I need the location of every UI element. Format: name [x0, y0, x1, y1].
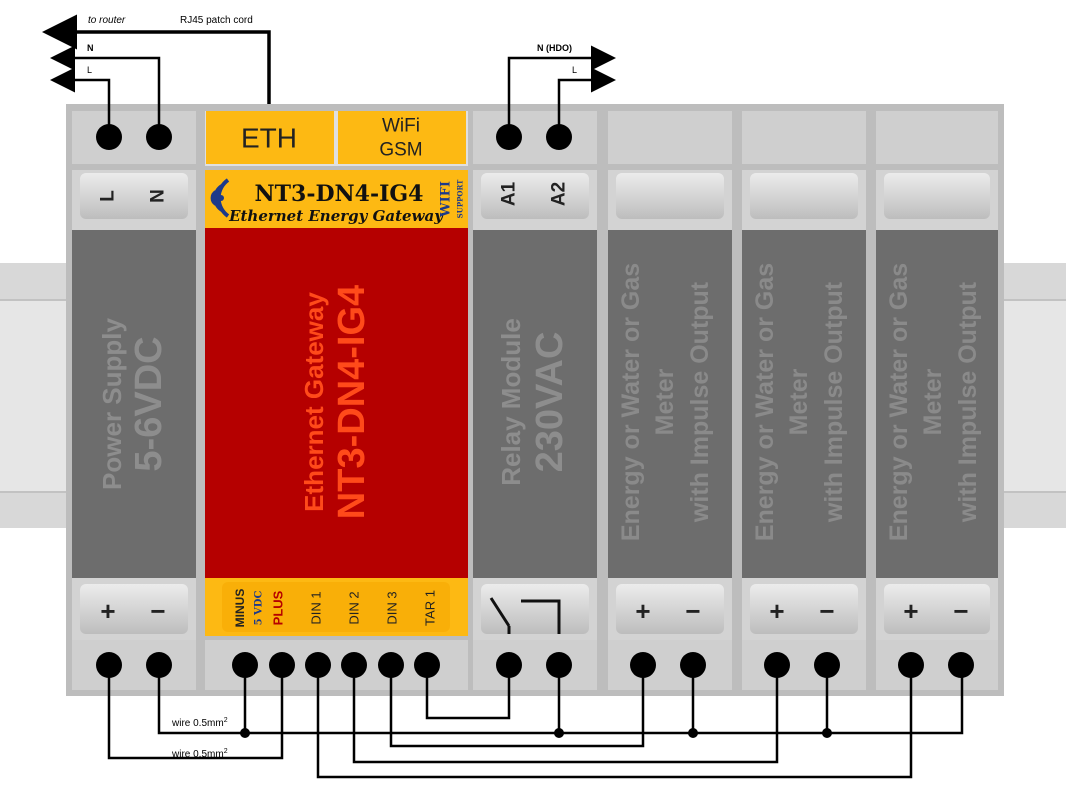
meter2-line3: with Impulse Output [820, 281, 848, 523]
screw-gw-plus [269, 652, 295, 678]
screw-m2-plus [764, 652, 790, 678]
term-minus: MINUS [233, 589, 247, 628]
screw-m1-plus [630, 652, 656, 678]
wifi-badge: WIFI [439, 181, 454, 218]
label-to-router: to router [88, 15, 126, 26]
wire-din3 [389, 665, 645, 748]
meter1-line2: Meter [651, 368, 679, 435]
screw-m3-plus [898, 652, 924, 678]
meter-module-1: Energy or Water or Gas Meter with Impuls… [608, 170, 732, 640]
wire-din2 [352, 665, 779, 764]
wire-din1 [316, 665, 913, 779]
top-terminal-strips [72, 111, 998, 164]
gateway-module: ETH WiFi GSM NT3-DN4-IG4 Ethernet Energy… [205, 111, 468, 636]
screw-n-top [146, 124, 172, 150]
meter3-plus: + [903, 596, 918, 626]
ps-terminal-n: N [148, 189, 169, 203]
wifi-label: WiFi [382, 116, 420, 137]
term-din1: DIN 1 [309, 591, 324, 624]
label-rj45: RJ45 patch cord [180, 15, 253, 26]
term-tar1: TAR 1 [423, 590, 438, 626]
screw-a2-top [546, 124, 572, 150]
wire-n-hdo [507, 45, 616, 137]
relay-title: Relay Module [496, 318, 526, 486]
screw-ps-minus [146, 652, 172, 678]
screw-din3 [378, 652, 404, 678]
relay-module: A1 A2 Relay Module 230VAC [473, 170, 597, 640]
wire-l-right [557, 67, 616, 137]
meter-module-2: Energy or Water or Gas Meter with Impuls… [742, 170, 866, 640]
label-l: L [87, 65, 92, 75]
gateway-title: Ethernet Gateway [299, 292, 329, 512]
meter2-minus: − [819, 596, 834, 626]
meter3-minus: − [953, 596, 968, 626]
wire-ps-minus [157, 665, 245, 735]
meter2-line1: Energy or Water or Gas [751, 263, 779, 541]
label-wire-1: wire 0.5mm2 [171, 717, 228, 729]
ps-plus: + [100, 596, 115, 626]
eth-port[interactable] [206, 111, 334, 164]
relay-a1: A1 [499, 181, 520, 206]
wire-tar1 [425, 665, 511, 720]
wifi-signal-icon [210, 178, 230, 218]
screw-m2-minus [814, 652, 840, 678]
screw-tar1 [414, 652, 440, 678]
gateway-big-model: NT3-DN4-IG4 [331, 285, 373, 519]
screw-din2 [341, 652, 367, 678]
screw-relay-1 [496, 652, 522, 678]
gateway-subtitle: Ethernet Energy Gateway [228, 207, 444, 225]
power-supply-module: L N Power Supply 5-6VDC + − [72, 170, 196, 640]
screw-l-top [96, 124, 122, 150]
screw-a1-top [496, 124, 522, 150]
model-heading: NT3-DN4-IG4 [255, 181, 424, 207]
relay-a2: A2 [549, 182, 570, 206]
bottom-terminal-strips [72, 640, 998, 690]
meter-module-3: Energy or Water or Gas Meter with Impuls… [876, 170, 998, 640]
wifi-gsm-module [338, 111, 466, 164]
ps-terminal-l: L [98, 190, 119, 202]
terminal-screws [96, 124, 974, 678]
meter3-line3: with Impulse Output [954, 281, 982, 523]
junction-dots [240, 728, 832, 738]
meter1-plus: + [635, 596, 650, 626]
support-badge: SUPPORT [456, 179, 465, 218]
ps-title: Power Supply [97, 318, 127, 490]
meter1-line1: Energy or Water or Gas [617, 263, 645, 541]
screw-relay-2 [546, 652, 572, 678]
wiring [42, 14, 964, 779]
eth-label: ETH [241, 123, 297, 154]
term-din2: DIN 2 [347, 591, 362, 624]
screw-gw-minus [232, 652, 258, 678]
wire-n-in [50, 45, 161, 137]
meter3-line2: Meter [919, 368, 947, 435]
term-din3: DIN 3 [385, 591, 400, 624]
screw-m3-minus [948, 652, 974, 678]
wire-minus-bus [243, 665, 964, 735]
ps-minus: − [150, 596, 165, 626]
wire-ps-plus [107, 665, 284, 760]
relay-contact-icon [489, 597, 561, 634]
label-n: N [87, 43, 94, 53]
ps-voltage: 5-6VDC [128, 336, 170, 471]
gsm-label: GSM [379, 140, 422, 161]
meter3-line1: Energy or Water or Gas [885, 263, 913, 541]
wire-l-in [50, 67, 111, 137]
meter1-minus: − [685, 596, 700, 626]
wire-rj45 [42, 14, 271, 104]
label-n-hdo: N (HDO) [537, 43, 572, 53]
term-plus: PLUS [271, 590, 286, 625]
screw-din1 [305, 652, 331, 678]
screw-m1-minus [680, 652, 706, 678]
label-wire-2: wire 0.5mm2 [171, 748, 228, 760]
label-l-right: L [572, 65, 577, 75]
term-5vdc: 5 VDC [254, 591, 265, 626]
meter2-plus: + [769, 596, 784, 626]
meter2-line2: Meter [785, 368, 813, 435]
screw-ps-plus [96, 652, 122, 678]
meter1-line3: with Impulse Output [686, 281, 714, 523]
relay-voltage: 230VAC [529, 332, 571, 473]
